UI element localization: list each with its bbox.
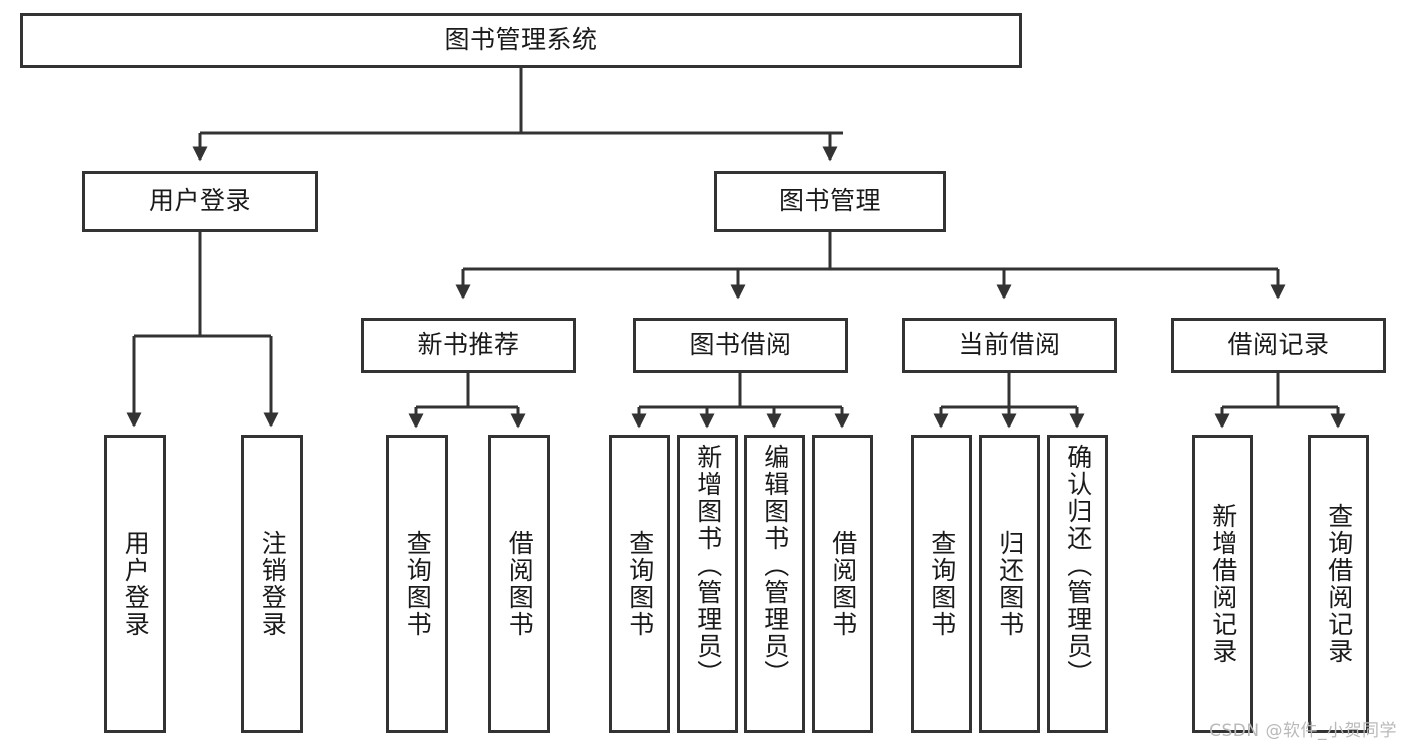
node-new-book-recommendation[interactable]: 新书推荐 [361,318,576,373]
leaf-query-book-c[interactable]: 查询图书 [911,435,972,733]
leaf-query-book-c-label: 查询图书 [927,530,957,638]
leaf-logout[interactable]: 注销登录 [241,435,303,733]
leaf-query-book-a-label: 查询图书 [403,530,433,638]
node-current-borrow[interactable]: 当前借阅 [902,318,1117,373]
leaf-return-book-label: 归还图书 [995,530,1025,638]
leaf-add-book[interactable]: 新增图书（管理员） [677,435,738,733]
node-book-management-label: 图书管理 [778,186,881,216]
leaf-query-book-b-label: 查询图书 [625,530,655,638]
leaf-borrow-book-a-label: 借阅图书 [505,530,535,638]
node-book-management[interactable]: 图书管理 [714,171,946,232]
leaf-user-login[interactable]: 用户登录 [104,435,166,733]
leaf-logout-label: 注销登录 [258,530,288,638]
node-new-book-recommendation-label: 新书推荐 [417,330,520,360]
leaf-confirm-return-label: 确认归还（管理员） [1063,444,1093,687]
leaf-query-book-b[interactable]: 查询图书 [609,435,670,733]
node-root-label: 图书管理系统 [444,25,598,55]
leaf-borrow-book-b-label: 借阅图书 [828,530,858,638]
leaf-borrow-book-b[interactable]: 借阅图书 [812,435,873,733]
node-user-login[interactable]: 用户登录 [82,171,318,232]
node-borrow-record-label: 借阅记录 [1227,330,1330,360]
node-root[interactable]: 图书管理系统 [20,13,1022,68]
leaf-add-book-label: 新增图书（管理员） [693,444,723,687]
leaf-user-login-label: 用户登录 [121,530,151,638]
leaf-add-borrow-record[interactable]: 新增借阅记录 [1192,435,1253,733]
leaf-edit-book[interactable]: 编辑图书（管理员） [744,435,805,733]
leaf-return-book[interactable]: 归还图书 [979,435,1040,733]
node-current-borrow-label: 当前借阅 [958,330,1061,360]
node-book-borrow[interactable]: 图书借阅 [633,318,848,373]
node-user-login-label: 用户登录 [148,186,251,216]
leaf-edit-book-label: 编辑图书（管理员） [760,444,790,687]
leaf-confirm-return[interactable]: 确认归还（管理员） [1047,435,1108,733]
node-borrow-record[interactable]: 借阅记录 [1171,318,1386,373]
leaf-query-borrow-record[interactable]: 查询借阅记录 [1308,435,1369,733]
leaf-add-borrow-record-label: 新增借阅记录 [1208,503,1238,665]
node-book-borrow-label: 图书借阅 [689,330,792,360]
watermark-text: CSDN @软件_小贺同学 [1209,721,1397,741]
leaf-query-borrow-record-label: 查询借阅记录 [1324,503,1354,665]
leaf-borrow-book-a[interactable]: 借阅图书 [488,435,550,733]
leaf-query-book-a[interactable]: 查询图书 [386,435,448,733]
